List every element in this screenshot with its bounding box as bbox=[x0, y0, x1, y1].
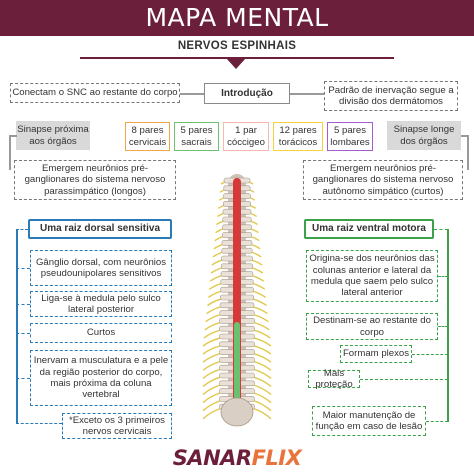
dorsal-root-header: Uma raiz dorsal sensitiva bbox=[28, 219, 172, 239]
dorsal-connector-4 bbox=[16, 378, 30, 379]
dorsal-item-short: Curtos bbox=[30, 323, 172, 343]
dorsal-connector-2 bbox=[16, 304, 30, 305]
dorsal-connector-0 bbox=[16, 229, 28, 230]
connector-right-side bbox=[461, 135, 469, 137]
pair-cervicais: 8 pares cervicais bbox=[125, 122, 170, 151]
intro-node: Introdução bbox=[204, 83, 290, 104]
dorsal-spine-line bbox=[16, 229, 18, 423]
pair-toracicos: 12 pares torácicos bbox=[273, 122, 323, 151]
dorsal-item-exception: *Exceto os 3 primeiros nervos cervicais bbox=[62, 413, 172, 439]
ventral-connector-5 bbox=[426, 421, 448, 422]
connector-left-vert bbox=[9, 135, 11, 170]
dorsal-item-sulcus: Liga-se à medula pelo sulco lateral post… bbox=[30, 291, 172, 317]
synapse-far-box: Sinapse longe dos órgãos bbox=[387, 121, 461, 150]
ventral-spine-line bbox=[447, 229, 449, 422]
subtitle-arrow bbox=[226, 58, 246, 69]
spinal-cord-illustration bbox=[202, 174, 272, 427]
connector-left-side bbox=[9, 135, 17, 137]
ventral-item-protection: Mais proteção bbox=[308, 368, 360, 390]
ventral-item-destination: Destinam-se ao restante do corpo bbox=[306, 313, 438, 340]
intro-right-note: Padrão de inervação segue a divisão dos … bbox=[324, 81, 458, 111]
subtitle: NERVOS ESPINHAIS bbox=[177, 40, 297, 52]
ventral-connector-1 bbox=[438, 276, 448, 277]
ventral-item-origin: Origina-se dos neurônios das colunas ant… bbox=[306, 250, 438, 302]
dorsal-connector-1 bbox=[16, 268, 30, 269]
sanarflix-logo: SANARFLIX bbox=[172, 446, 302, 470]
dorsal-item-innervation: Inervam a musculatura e a pele da região… bbox=[30, 350, 172, 406]
ventral-connector-4 bbox=[360, 379, 448, 380]
ventral-item-maintenance: Maior manutenção de função em caso de le… bbox=[312, 406, 426, 436]
connector-right-vert bbox=[467, 135, 469, 170]
ventral-connector-2 bbox=[438, 326, 448, 327]
intro-left-note: Conectam o SNC ao restante do corpo bbox=[10, 83, 180, 103]
ventral-connector-3 bbox=[412, 354, 448, 355]
page-title: MAPA MENTAL bbox=[145, 3, 329, 32]
dorsal-connector-5 bbox=[16, 423, 62, 424]
parasympathetic-box: Emergem neurônios pré-ganglionares do si… bbox=[14, 160, 176, 200]
synapse-near-box: Sinapse próxima aos órgãos bbox=[16, 121, 90, 150]
dorsal-item-ganglion: Gânglio dorsal, com neurônios pseudounip… bbox=[30, 250, 172, 286]
pair-coccigeo: 1 par cóccigeo bbox=[223, 122, 269, 151]
pair-sacrais: 5 pares sacrais bbox=[174, 122, 219, 151]
dorsal-connector-3 bbox=[16, 333, 30, 334]
ventral-root-header: Uma raiz ventral motora bbox=[304, 219, 434, 239]
sympathetic-box: Emergem neurônios pré-ganglionares do si… bbox=[303, 160, 463, 200]
connector-intro-right bbox=[290, 93, 324, 95]
ventral-item-plexus: Formam plexos bbox=[340, 345, 412, 363]
connector-intro-left bbox=[180, 93, 204, 95]
ventral-connector-0 bbox=[434, 229, 448, 230]
pair-lombares: 5 pares lombares bbox=[327, 122, 373, 151]
title-banner bbox=[0, 0, 474, 36]
